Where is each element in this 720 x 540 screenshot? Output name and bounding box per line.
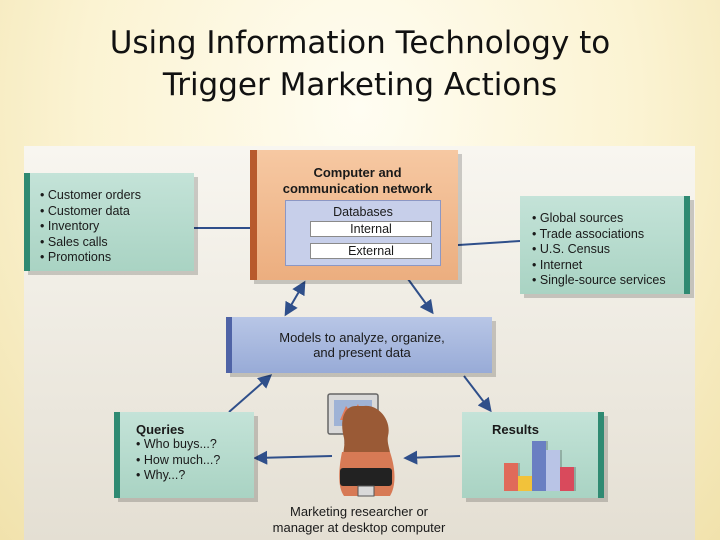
internal-database: Internal [310,221,432,237]
arrow-queries-to-models [228,374,273,413]
queries-header: Queries [136,422,185,437]
person-caption: Marketing researcher or manager at deskt… [249,504,469,536]
slide-title: Using Information Technology to Trigger … [0,22,720,106]
external-database: External [310,243,432,259]
list-item: Single-source services [532,273,684,289]
arrow-results-to-person [403,450,461,465]
results-bar [518,476,532,491]
results-bar [560,467,574,491]
results-bar [532,441,546,491]
models-line-2: and present data [313,345,411,360]
list-item: Promotions [40,250,194,266]
desktop-computer-icon [327,393,395,497]
databases-panel: Databases Internal External [285,200,441,266]
databases-label: Databases [333,205,393,219]
title-line-1: Using Information Technology to [109,25,611,61]
title-line-2: Trigger Marketing Actions [162,67,558,103]
internal-sources-box: Customer orders Customer data Inventory … [24,173,194,271]
diagram-figure: Customer orders Customer data Inventory … [24,146,695,540]
arrow-person-to-queries [253,450,333,465]
person-icon [342,405,391,464]
results-box: Results [462,412,604,498]
results-bar-chart [504,441,576,491]
list-item: How much...? [136,453,254,469]
network-title: Computer and communication network [257,165,458,197]
list-item: Who buys...? [136,437,254,453]
network-title-line-1: Computer and [313,165,402,180]
list-item: Sales calls [40,235,194,251]
list-item: Customer data [40,204,194,220]
list-item: Global sources [532,211,684,227]
results-header: Results [492,422,539,437]
arrow-network-models [284,280,306,317]
external-sources-box: Global sources Trade associations U.S. C… [520,196,690,294]
queries-list: Who buys...? How much...? Why...? [136,437,254,484]
list-item: Internet [532,258,684,274]
models-box: Models to analyze, organize, and present… [226,317,492,373]
network-box: Computer and communication network Datab… [250,150,458,280]
list-item: Why...? [136,468,254,484]
network-title-line-2: communication network [282,181,433,196]
list-item: Customer orders [40,188,194,204]
internal-sources-list: Customer orders Customer data Inventory … [40,188,194,266]
list-item: Trade associations [532,227,684,243]
arrow-network-models-2 [407,278,434,315]
external-sources-list: Global sources Trade associations U.S. C… [532,211,684,289]
models-text: Models to analyze, organize, and present… [232,330,492,360]
arrow-models-to-results [463,375,492,413]
queries-box: Queries Who buys...? How much...? Why...… [114,412,254,498]
caption-line-1: Marketing researcher or [290,504,428,519]
list-item: Inventory [40,219,194,235]
results-bar [504,463,518,491]
list-item: U.S. Census [532,242,684,258]
models-line-1: Models to analyze, organize, [279,330,445,345]
caption-line-2: manager at desktop computer [272,520,446,535]
results-bar [546,450,560,491]
